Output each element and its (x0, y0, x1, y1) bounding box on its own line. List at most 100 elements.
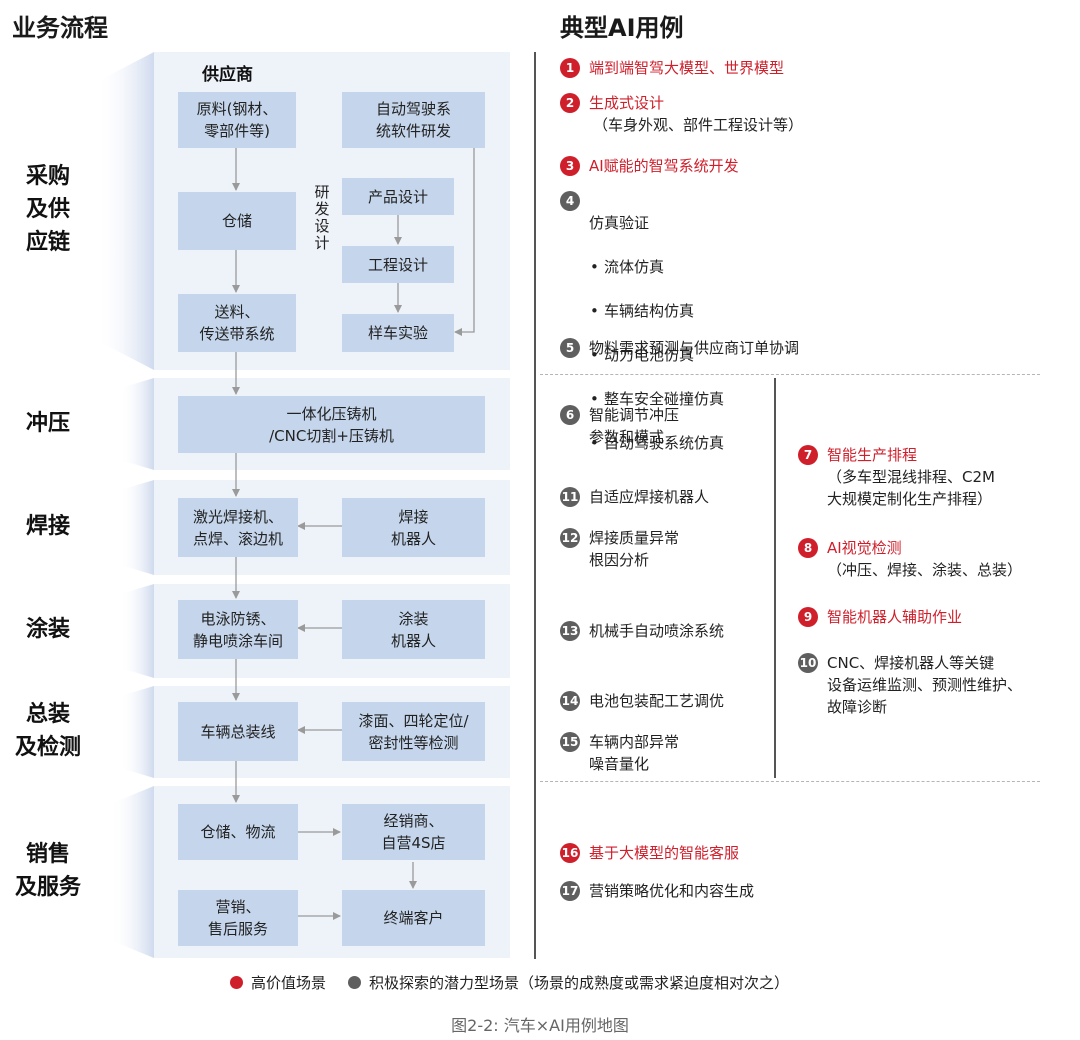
box-raw-material: 原料(钢材、 零部件等) (178, 92, 296, 148)
use-case-title: 仿真验证 (589, 214, 650, 232)
use-case-16: 16 基于大模型的智能客服 (560, 842, 739, 864)
use-case-13: 13 机械手自动喷涂系统 (560, 620, 724, 642)
use-case-title: 生成式设计 (589, 94, 665, 112)
use-case-subtitle: （车身外观、部件工程设计等） (593, 116, 804, 134)
box-laser-welding: 激光焊接机、 点焊、滚边机 (178, 498, 298, 557)
use-case-number: 1 (560, 58, 580, 78)
use-case-number: 11 (560, 487, 580, 507)
list-item: 自动驾驶系统仿真 (589, 432, 724, 454)
use-case-number: 3 (560, 156, 580, 176)
use-case-title: 营销策略优化和内容生成 (589, 882, 755, 900)
box-end-customer: 终端客户 (342, 890, 485, 946)
use-case-12: 12 焊接质量异常 根因分析 (560, 527, 679, 571)
stage-stamping: 冲压 (25, 411, 70, 436)
legend-potential: 积极探索的潜力型场景（场景的成熟度或需求紧迫度相对次之） (369, 974, 790, 992)
process-header: 业务流程 (12, 14, 108, 42)
box-final-assembly: 车辆总装线 (178, 702, 298, 761)
stage-trapezoid-procurement (96, 52, 154, 370)
use-case-title: 焊接质量异常 根因分析 (589, 529, 680, 569)
box-dealer: 经销商、 自营4S店 (342, 804, 485, 860)
box-product-design: 产品设计 (342, 178, 454, 215)
box-electrophoresis: 电泳防锈、 静电喷涂车间 (178, 600, 298, 659)
stage-trapezoid-stamping (120, 378, 154, 470)
use-case-title: 电池包装配工艺调优 (589, 692, 725, 710)
use-case-5: 5 物料需求预测与供应商订单协调 (560, 337, 799, 359)
use-case-divider (534, 52, 536, 959)
use-case-title: CNC、焊接机器人等关键 设备运维监测、预测性维护、 故障诊断 (827, 654, 1023, 716)
simulation-list: 流体仿真 车辆结构仿真 动力电池仿真 整车安全碰撞仿真 自动驾驶系统仿真 (589, 234, 724, 476)
figure-caption: 图2-2: 汽车×AI用例地图 (451, 1016, 629, 1035)
stage-painting: 涂装 (25, 617, 70, 642)
use-case-number: 7 (798, 445, 818, 465)
stage-trapezoid-painting (120, 584, 154, 678)
use-case-number: 15 (560, 732, 580, 752)
use-case-title: 智能调节冲压 参数和模式 (589, 406, 680, 446)
use-case-11: 11 自适应焊接机器人 (560, 486, 709, 508)
use-case-4: 4 仿真验证 流体仿真 车辆结构仿真 动力电池仿真 整车安全碰撞仿真 自动驾驶系… (560, 190, 724, 498)
use-case-title: 端到端智驾大模型、世界模型 (589, 59, 785, 77)
supplier-label: 供应商 (202, 65, 253, 85)
list-item: 流体仿真 (589, 256, 724, 278)
use-case-number: 5 (560, 338, 580, 358)
stage-trapezoid-assembly (120, 686, 154, 778)
use-case-subtitle: （冲压、焊接、涂装、总装） (827, 561, 1023, 579)
use-case-2: 2 生成式设计 （车身外观、部件工程设计等） (560, 92, 803, 136)
box-inspection: 漆面、四轮定位/ 密封性等检测 (342, 702, 485, 761)
box-logistics: 仓储、物流 (178, 804, 298, 860)
list-item: 动力电池仿真 (589, 344, 724, 366)
use-case-15: 15 车辆内部异常 噪音量化 (560, 731, 679, 775)
use-case-number: 13 (560, 621, 580, 641)
stage-procurement: 采购 及供 应链 (25, 164, 70, 255)
box-die-casting: 一体化压铸机 /CNC切割+压铸机 (178, 396, 485, 453)
separator-procurement (540, 374, 1040, 375)
use-case-number: 14 (560, 691, 580, 711)
use-case-title: 基于大模型的智能客服 (589, 844, 740, 862)
use-case-number: 8 (798, 538, 818, 558)
red-dot-icon (230, 976, 243, 989)
use-case-6: 6 智能调节冲压 参数和模式 (560, 404, 679, 448)
legend: 高价值场景 积极探索的潜力型场景（场景的成熟度或需求紧迫度相对次之） (230, 972, 789, 993)
use-case-number: 16 (560, 843, 580, 863)
use-case-title: 机械手自动喷涂系统 (589, 622, 725, 640)
use-case-number: 6 (560, 405, 580, 425)
box-prototype-test: 样车实验 (342, 314, 454, 352)
list-item: 整车安全碰撞仿真 (589, 388, 724, 410)
use-case-10: 10 CNC、焊接机器人等关键 设备运维监测、预测性维护、 故障诊断 (798, 652, 1022, 718)
use-case-title: 自适应焊接机器人 (589, 488, 710, 506)
box-engineering-design: 工程设计 (342, 246, 454, 283)
use-case-number: 12 (560, 528, 580, 548)
use-case-number: 10 (798, 653, 818, 673)
stage-gradient-backgrounds (96, 52, 154, 958)
stage-trapezoid-welding (120, 480, 154, 575)
use-case-9: 9 智能机器人辅助作业 (798, 606, 962, 628)
list-item: 车辆结构仿真 (589, 300, 724, 322)
box-painting-robot: 涂装 机器人 (342, 600, 485, 659)
stage-welding: 焊接 (25, 514, 70, 539)
legend-high-value: 高价值场景 (251, 974, 327, 992)
use-case-title: 物料需求预测与供应商订单协调 (589, 339, 800, 357)
use-case-title: AI视觉检测 (827, 539, 902, 557)
stage-sales: 销售 及服务 (14, 842, 81, 900)
use-case-7: 7 智能生产排程 （多车型混线排程、C2M 大规模定制化生产排程） (798, 444, 995, 510)
use-case-17: 17 营销策略优化和内容生成 (560, 880, 754, 902)
stage-assembly: 总装 及检测 (14, 702, 81, 760)
use-case-header: 典型AI用例 (560, 14, 684, 42)
use-case-1: 1 端到端智驾大模型、世界模型 (560, 57, 784, 79)
box-welding-robot: 焊接 机器人 (342, 498, 485, 557)
separator-assembly (540, 781, 1040, 782)
use-case-14: 14 电池包装配工艺调优 (560, 690, 724, 712)
use-case-number: 2 (560, 93, 580, 113)
use-case-3: 3 AI赋能的智驾系统开发 (560, 155, 739, 177)
use-case-number: 9 (798, 607, 818, 627)
rd-design-label: 研 发 设 计 (314, 183, 330, 252)
use-case-title: 智能生产排程 (827, 446, 918, 464)
box-marketing: 营销、 售后服务 (178, 890, 298, 946)
use-case-subtitle: （多车型混线排程、C2M 大规模定制化生产排程） (827, 468, 995, 508)
use-case-title: 车辆内部异常 噪音量化 (589, 733, 680, 773)
gray-dot-icon (348, 976, 362, 989)
use-case-8: 8 AI视觉检测 （冲压、焊接、涂装、总装） (798, 537, 1022, 581)
use-case-title: AI赋能的智驾系统开发 (589, 157, 739, 175)
box-ad-software: 自动驾驶系 统软件研发 (342, 92, 485, 148)
use-case-number: 17 (560, 881, 580, 901)
use-case-title: 智能机器人辅助作业 (827, 608, 963, 626)
